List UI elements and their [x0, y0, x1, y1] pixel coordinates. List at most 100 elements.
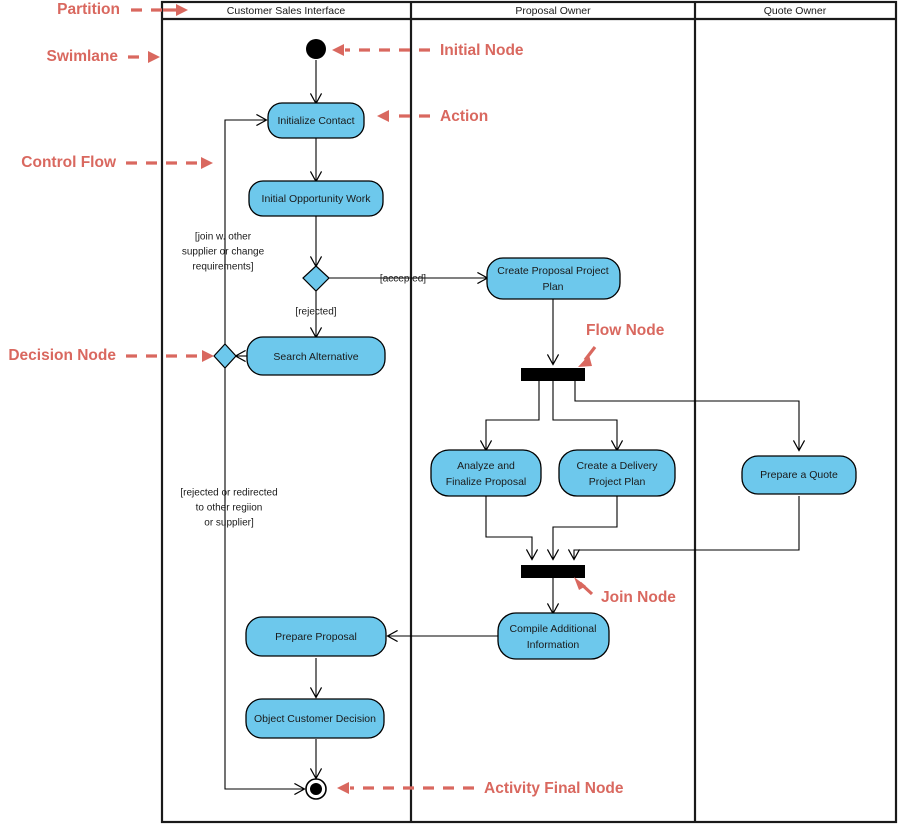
annotation-join-node-arrow-icon: [574, 577, 586, 590]
action-search-alternative-label: Search Alternative: [273, 351, 358, 363]
action-prepare-a-quote-label: Prepare a Quote: [760, 469, 838, 481]
guard-join-with-other-supplier-line2: supplier or change: [182, 247, 265, 258]
annotation-flow-node-label: Flow Node: [586, 322, 665, 339]
node-compile-additional-information[interactable]: Compile Additional Information: [497, 612, 610, 660]
guard-accepted: [accepted]: [380, 274, 426, 285]
action-analyze-and-finalize-proposal-label-line2: Finalize Proposal: [446, 476, 527, 488]
decision-accept-diamond: [302, 265, 330, 292]
node-create-a-delivery-project-plan[interactable]: Create a Delivery Project Plan: [558, 449, 676, 497]
control-flow-edges: [224, 60, 800, 789]
node-prepare-proposal[interactable]: Prepare Proposal: [245, 616, 387, 657]
annotation-decision-node: Decision Node: [8, 347, 214, 364]
activity-final-node-ring: [305, 778, 327, 800]
action-prepare-a-quote-shape: [741, 455, 857, 495]
node-object-customer-decision[interactable]: Object Customer Decision: [245, 698, 385, 739]
flow-decision-alternative-to-initialize-contact: [224, 120, 266, 344]
annotation-decision-node-label: Decision Node: [8, 347, 116, 364]
annotation-action-label: Action: [440, 108, 488, 125]
flow-create-a-delivery-project-plan-to-join: [553, 496, 618, 559]
node-search-alternative[interactable]: Search Alternative: [246, 336, 386, 376]
annotation-partition-arrow-icon: [176, 4, 188, 16]
flow-fork-to-analyze-and-finalize-proposal: [486, 381, 540, 450]
annotation-join-node-label: Join Node: [601, 589, 676, 606]
action-create-a-delivery-project-plan-shape: [558, 449, 676, 497]
flow-prepare-a-quote-to-join: [574, 496, 800, 559]
activity-final-node-dot: [310, 783, 322, 795]
action-prepare-proposal-shape: [245, 616, 387, 657]
lane-title-proposal-owner: Proposal Owner: [515, 5, 591, 17]
annotation-control-flow-label: Control Flow: [21, 154, 117, 171]
action-create-a-delivery-project-plan-label-line2: Project Plan: [589, 476, 646, 488]
action-create-proposal-project-plan-label-line2: Plan: [542, 281, 563, 293]
flow-decision-alternative-to-final: [224, 368, 304, 789]
action-initial-opportunity-work-shape: [248, 180, 384, 217]
action-compile-additional-information-shape: [497, 612, 610, 660]
action-search-alternative-shape: [246, 336, 386, 376]
annotation-partition: Partition: [57, 1, 188, 18]
swimlane-frame: [160, 0, 898, 824]
guard-rejected-or-redirected-line1: [rejected or redirected: [180, 488, 277, 499]
node-initial-node[interactable]: [306, 39, 326, 59]
node-analyze-and-finalize-proposal[interactable]: Analyze and Finalize Proposal: [430, 449, 542, 497]
decision-alternative-diamond: [213, 343, 237, 369]
guard-labels: [join w. other supplier or change requir…: [180, 232, 426, 529]
annotation-initial-node: Initial Node: [332, 42, 524, 59]
guard-join-with-other-supplier-line3: requirements]: [192, 262, 253, 273]
annotation-control-flow-arrow-icon: [201, 157, 213, 169]
action-create-proposal-project-plan-shape: [486, 257, 621, 300]
action-object-customer-decision-label: Object Customer Decision: [254, 713, 376, 725]
fork-node-bar: [521, 368, 585, 381]
node-activity-final-node[interactable]: [305, 778, 327, 800]
node-decision-accept[interactable]: [302, 265, 330, 292]
action-compile-additional-information-label-line1: Compile Additional: [510, 623, 597, 635]
guard-rejected-or-redirected-line3: or supplier]: [204, 518, 254, 529]
node-prepare-a-quote[interactable]: Prepare a Quote: [741, 455, 857, 495]
annotation-activity-final-node-label: Activity Final Node: [484, 780, 624, 797]
annotation-flow-node: Flow Node: [578, 322, 665, 367]
node-decision-alternative[interactable]: [213, 343, 237, 369]
action-create-a-delivery-project-plan-label-line1: Create a Delivery: [576, 460, 658, 472]
action-analyze-and-finalize-proposal-label-line1: Analyze and: [457, 460, 515, 472]
annotation-action: Action: [377, 108, 488, 125]
annotation-initial-node-arrow-icon: [332, 44, 344, 56]
annotation-action-arrow-icon: [377, 110, 389, 122]
action-initial-opportunity-work-label: Initial Opportunity Work: [262, 193, 372, 205]
lane-title-quote-owner: Quote Owner: [764, 5, 827, 17]
annotation-activity-final-node: Activity Final Node: [337, 780, 624, 797]
partition-outer-border: [160, 0, 898, 824]
node-create-proposal-project-plan[interactable]: Create Proposal Project Plan: [486, 257, 621, 300]
annotation-partition-label: Partition: [57, 1, 120, 18]
annotations: Partition Swimlane Control Flow Decision…: [8, 1, 676, 797]
action-prepare-proposal-label: Prepare Proposal: [275, 631, 357, 643]
node-initial-opportunity-work[interactable]: Initial Opportunity Work: [248, 180, 384, 217]
annotation-flow-node-arrow-icon: [578, 355, 592, 367]
action-create-proposal-project-plan-label-line1: Create Proposal Project: [497, 265, 609, 277]
action-object-customer-decision-shape: [245, 698, 385, 739]
flow-fork-to-prepare-a-quote: [574, 381, 799, 450]
annotation-join-node: Join Node: [574, 577, 676, 606]
flow-fork-to-create-a-delivery-project-plan: [552, 381, 617, 450]
guard-join-with-other-supplier-line1: [join w. other: [195, 232, 252, 243]
lane-title-customer-sales-interface: Customer Sales Interface: [227, 5, 346, 17]
guard-rejected: [rejected]: [295, 307, 336, 318]
action-initialize-contact-shape: [267, 102, 365, 139]
node-join-node[interactable]: [521, 565, 585, 578]
annotation-swimlane: Swimlane: [47, 48, 160, 65]
flow-analyze-and-finalize-proposal-to-join: [485, 496, 532, 559]
lane-titles: Customer Sales Interface Proposal Owner …: [227, 5, 827, 17]
annotation-swimlane-label: Swimlane: [47, 48, 119, 65]
action-initialize-contact-label: Initialize Contact: [277, 115, 354, 127]
annotation-control-flow: Control Flow: [21, 154, 213, 171]
node-fork-node[interactable]: [521, 368, 585, 381]
action-analyze-and-finalize-proposal-shape: [430, 449, 542, 497]
action-compile-additional-information-label-line2: Information: [527, 639, 580, 651]
annotation-activity-final-node-arrow-icon: [337, 782, 349, 794]
guard-rejected-or-redirected-line2: to other regiion: [196, 503, 263, 514]
initial-node-dot: [306, 39, 326, 59]
annotation-initial-node-label: Initial Node: [440, 42, 524, 59]
node-initialize-contact[interactable]: Initialize Contact: [267, 102, 365, 139]
join-node-bar: [521, 565, 585, 578]
annotation-swimlane-arrow-icon: [148, 51, 160, 63]
